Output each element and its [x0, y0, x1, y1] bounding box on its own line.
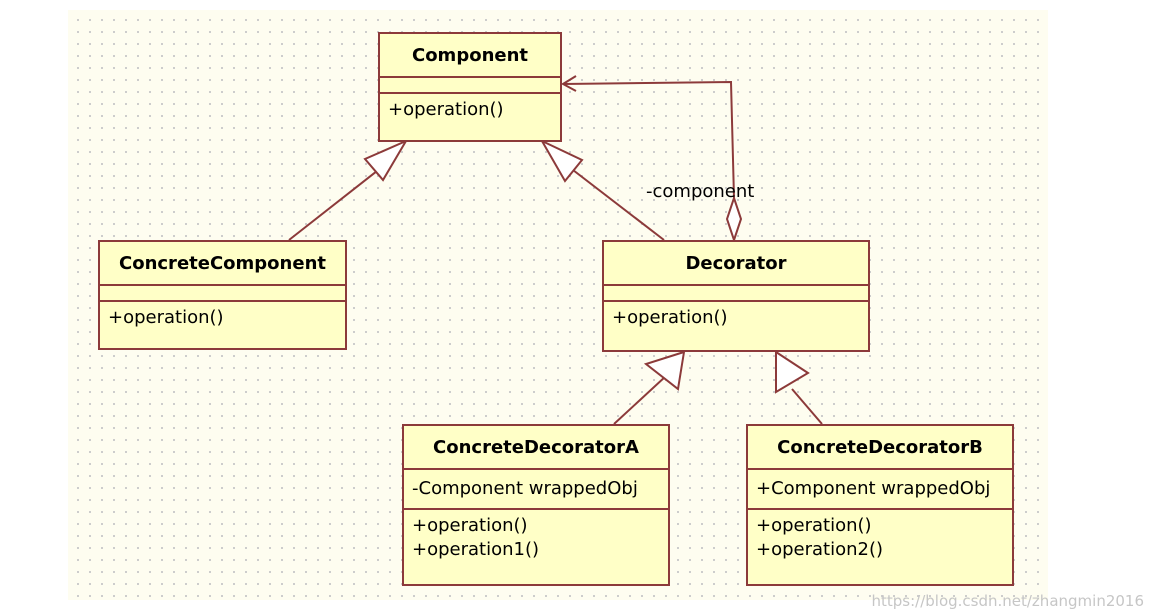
- operation: +operation(): [388, 99, 504, 120]
- operation: +operation(): [412, 515, 528, 536]
- operation: +operation(): [612, 307, 728, 328]
- class-name: ConcreteDecoratorA: [404, 426, 668, 470]
- class-operations: +operation(): [100, 302, 345, 334]
- class-decorator[interactable]: Decorator +operation(): [602, 240, 870, 352]
- class-name: ConcreteComponent: [100, 242, 345, 286]
- class-name: Component: [380, 34, 560, 78]
- aggregation-role-label: -component: [646, 181, 755, 202]
- class-operations: +operation(): [380, 94, 560, 126]
- class-concrete-component[interactable]: ConcreteComponent +operation(): [98, 240, 347, 350]
- class-operations: +operation() +operation2(): [748, 510, 1012, 566]
- class-concrete-decorator-b[interactable]: ConcreteDecoratorB +Component wrappedObj…: [746, 424, 1014, 586]
- operation: +operation(): [108, 307, 224, 328]
- class-name: ConcreteDecoratorB: [748, 426, 1012, 470]
- class-attributes: [604, 286, 868, 302]
- attribute: +Component wrappedObj: [756, 478, 991, 499]
- class-attributes: +Component wrappedObj: [748, 470, 1012, 510]
- operation: +operation2(): [756, 539, 884, 560]
- class-operations: +operation() +operation1(): [404, 510, 668, 566]
- class-attributes: [100, 286, 345, 302]
- watermark: https://blog.csdn.net/zhangmin2016: [871, 592, 1144, 610]
- class-name: Decorator: [604, 242, 868, 286]
- class-attributes: [380, 78, 560, 94]
- class-concrete-decorator-a[interactable]: ConcreteDecoratorA -Component wrappedObj…: [402, 424, 670, 586]
- attribute: -Component wrappedObj: [412, 478, 638, 499]
- class-operations: +operation(): [604, 302, 868, 334]
- class-component[interactable]: Component +operation(): [378, 32, 562, 142]
- operation: +operation1(): [412, 539, 540, 560]
- operation: +operation(): [756, 515, 872, 536]
- class-attributes: -Component wrappedObj: [404, 470, 668, 510]
